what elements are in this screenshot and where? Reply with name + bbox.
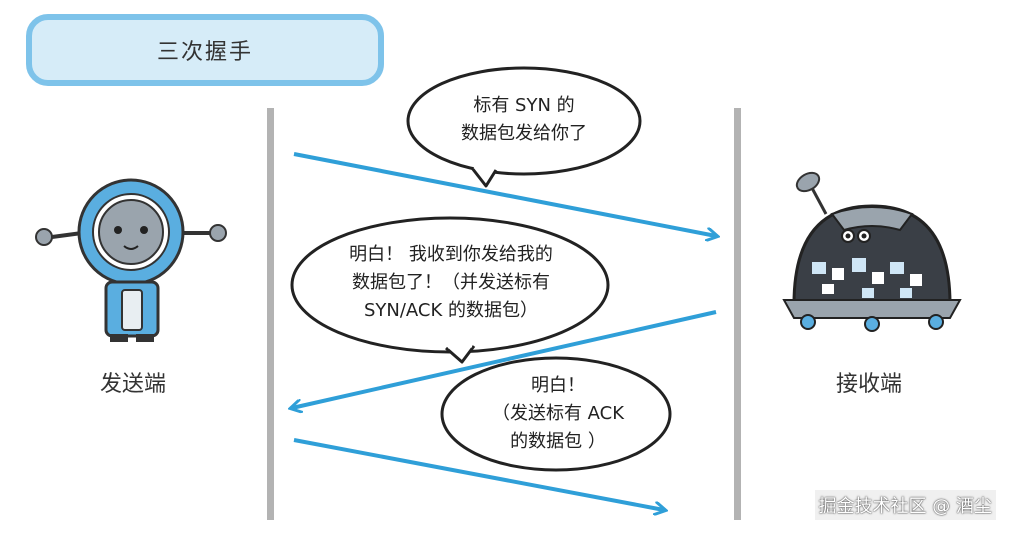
speech-bubble-ack: [440, 356, 672, 472]
sender-timeline: [267, 108, 274, 520]
receiver-robot-icon: [782, 171, 962, 332]
title-banner: 三次握手: [26, 14, 384, 86]
sender-label: 发送端: [99, 372, 166, 397]
receiver-label: 接收端: [835, 372, 902, 397]
sender-robot-icon: [35, 178, 227, 342]
arrow-syn: [293, 152, 716, 236]
arrow-syn-ack: [292, 310, 717, 408]
watermark: 掘金技术社区 @ 酒尘: [814, 490, 996, 520]
speech-bubble-syn-ack: [290, 216, 610, 364]
speech-bubble-syn: [406, 66, 642, 188]
receiver-timeline: [734, 108, 741, 520]
bubble-ack-text: 明白！ （发送标有 ACK 的数据包 ）: [491, 375, 625, 452]
arrow-ack: [293, 438, 664, 510]
bubble-syn-text: 标有 SYN 的 数据包发给你了: [461, 95, 587, 144]
page-title: 三次握手: [156, 40, 253, 65]
bubble-syn-ack-text: 明白！ 我收到你发给我的 数据包了！（并发送标有 SYN/ACK 的数据包）: [349, 244, 553, 321]
